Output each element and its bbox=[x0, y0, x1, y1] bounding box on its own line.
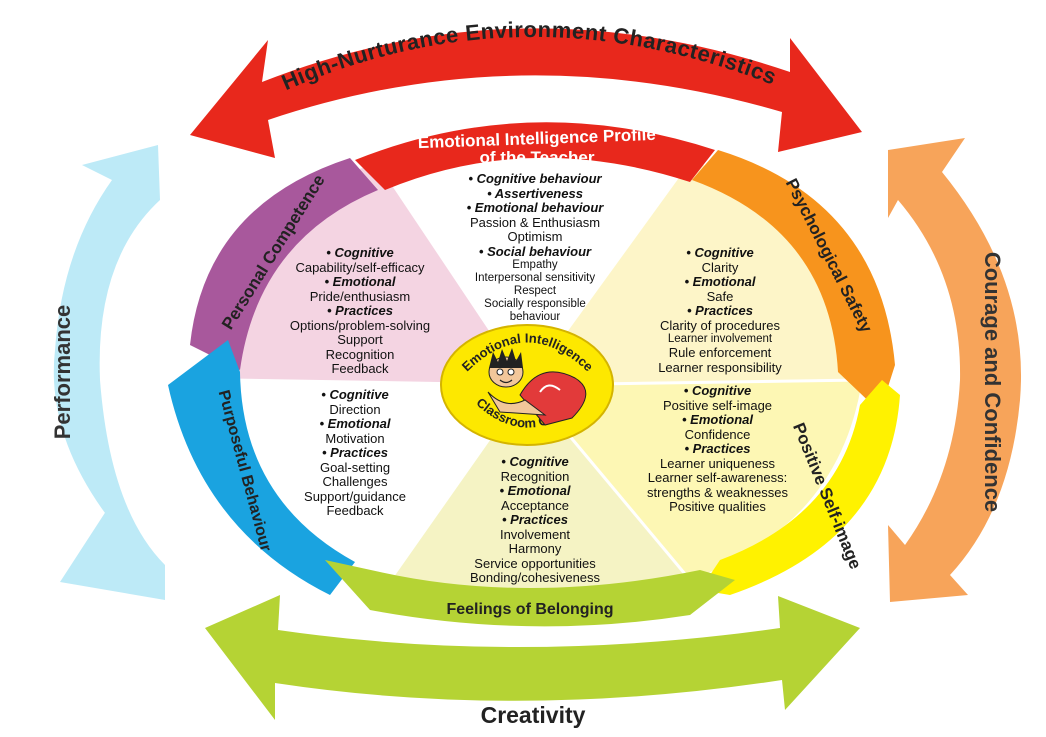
safety-band bbox=[692, 150, 895, 412]
competence-item: Support bbox=[337, 332, 383, 347]
purposeful-item: Feedback bbox=[326, 503, 384, 518]
belonging-band-label: Feelings of Belonging bbox=[446, 601, 613, 618]
right-outer-label: Courage and Confidence bbox=[980, 252, 1005, 512]
safety-item: Safe bbox=[706, 288, 734, 304]
selfimage-emotional-heading: • Emotional bbox=[681, 412, 754, 427]
selfimage-item: Positive self-image bbox=[662, 397, 773, 413]
teacher-item: Interpersonal sensitivity bbox=[474, 272, 596, 284]
safety-practices-heading: • Practices bbox=[686, 303, 753, 318]
belonging-cognitive-heading: • Cognitive bbox=[501, 454, 569, 469]
selfimage-band bbox=[700, 380, 900, 595]
selfimage-cognitive-heading: • Cognitive bbox=[683, 383, 752, 398]
belonging-practices-heading: • Practices bbox=[501, 512, 568, 527]
purposeful-band bbox=[168, 340, 355, 595]
competence-emotional-heading: • Emotional bbox=[324, 274, 396, 289]
belonging-item: Bonding/cohesiveness bbox=[469, 570, 601, 585]
belonging-attributes: • Cognitive Recognition • Emotional Acce… bbox=[445, 454, 625, 586]
teacher-item: Passion & Enthusiasm bbox=[469, 214, 601, 230]
belonging-item: Harmony bbox=[508, 541, 562, 556]
bottom-outer-label: Creativity bbox=[481, 702, 586, 728]
teacher-item: Empathy bbox=[512, 259, 558, 271]
left-outer-label: Performance bbox=[50, 305, 75, 440]
safety-attributes: • Cognitive Clarity • Emotional Safe • P… bbox=[635, 245, 805, 375]
purposeful-cognitive-heading: • Cognitive bbox=[321, 387, 389, 402]
competence-cognitive-heading: • Cognitive bbox=[326, 245, 394, 260]
teacher-item: behaviour bbox=[509, 311, 561, 323]
teacher-item: Respect bbox=[513, 285, 557, 297]
selfimage-item: Learner self-awareness: bbox=[647, 470, 788, 485]
teacher-band bbox=[355, 122, 715, 190]
selfimage-item: Confidence bbox=[684, 426, 751, 442]
teacher-item: Socially responsible bbox=[484, 298, 586, 310]
competence-band bbox=[190, 158, 378, 370]
competence-item: Feedback bbox=[331, 361, 389, 376]
purposeful-item: Support/guidance bbox=[304, 488, 406, 504]
competence-attributes: • Cognitive Capability/self-efficacy • E… bbox=[275, 245, 445, 377]
teacher-band-label-2: of the Teacher bbox=[480, 148, 595, 167]
safety-item: Learner involvement bbox=[667, 333, 773, 345]
safety-item: Clarity of procedures bbox=[660, 317, 780, 333]
child-with-heart-illustration bbox=[487, 348, 587, 426]
belonging-item: Service opportunities bbox=[474, 555, 596, 571]
selfimage-item: strengths & weaknesses bbox=[647, 484, 788, 500]
teacher-social-heading: • Social behaviour bbox=[478, 243, 592, 259]
safety-item: Rule enforcement bbox=[668, 345, 772, 360]
teacher-item: Optimism bbox=[507, 229, 563, 244]
teacher-attributes: • Cognitive behaviour • Assertiveness • … bbox=[445, 171, 625, 324]
sector-selfimage bbox=[527, 380, 862, 580]
competence-practices-heading: • Practices bbox=[326, 303, 393, 318]
selfimage-item: Learner uniqueness bbox=[660, 455, 775, 471]
selfimage-attributes: • Cognitive Positive self-image • Emotio… bbox=[625, 383, 810, 515]
purposeful-item: Challenges bbox=[322, 474, 388, 489]
teacher-emotional-heading: • Emotional behaviour bbox=[466, 200, 604, 215]
belonging-band bbox=[325, 560, 735, 627]
purposeful-item: Motivation bbox=[325, 430, 385, 446]
bottom-outer-arrow bbox=[205, 595, 860, 720]
teacher-cognitive-heading: • Cognitive behaviour bbox=[468, 171, 602, 186]
competence-item: Pride/enthusiasm bbox=[309, 288, 411, 304]
competence-item: Recognition bbox=[325, 346, 395, 362]
purposeful-item: Goal-setting bbox=[319, 459, 391, 475]
competence-item: Options/problem-solving bbox=[289, 317, 431, 333]
belonging-emotional-heading: • Emotional bbox=[499, 483, 571, 498]
right-outer-arrow bbox=[888, 138, 1022, 602]
safety-emotional-heading: • Emotional bbox=[684, 274, 756, 289]
purposeful-item: Direction bbox=[329, 401, 381, 417]
safety-cognitive-heading: • Cognitive bbox=[686, 245, 754, 260]
selfimage-item: Positive qualities bbox=[669, 499, 766, 514]
safety-item: Clarity bbox=[701, 259, 739, 275]
purposeful-attributes: • Cognitive Direction • Emotional Motiva… bbox=[275, 387, 435, 519]
purposeful-emotional-heading: • Emotional bbox=[319, 416, 391, 431]
selfimage-practices-heading: • Practices bbox=[684, 441, 751, 456]
teacher-assertiveness-heading: • Assertiveness bbox=[487, 185, 583, 201]
sector-belonging bbox=[390, 385, 690, 600]
belonging-item: Recognition bbox=[500, 468, 570, 484]
top-outer-arrow bbox=[190, 28, 862, 159]
competence-item: Capability/self-efficacy bbox=[295, 259, 425, 275]
inner-wheel bbox=[229, 140, 863, 600]
left-outer-arrow bbox=[53, 145, 165, 600]
belonging-item: Acceptance bbox=[501, 497, 569, 513]
belonging-item: Involvement bbox=[499, 526, 571, 542]
safety-item: Learner responsibility bbox=[658, 359, 782, 375]
purposeful-practices-heading: • Practices bbox=[321, 445, 388, 460]
